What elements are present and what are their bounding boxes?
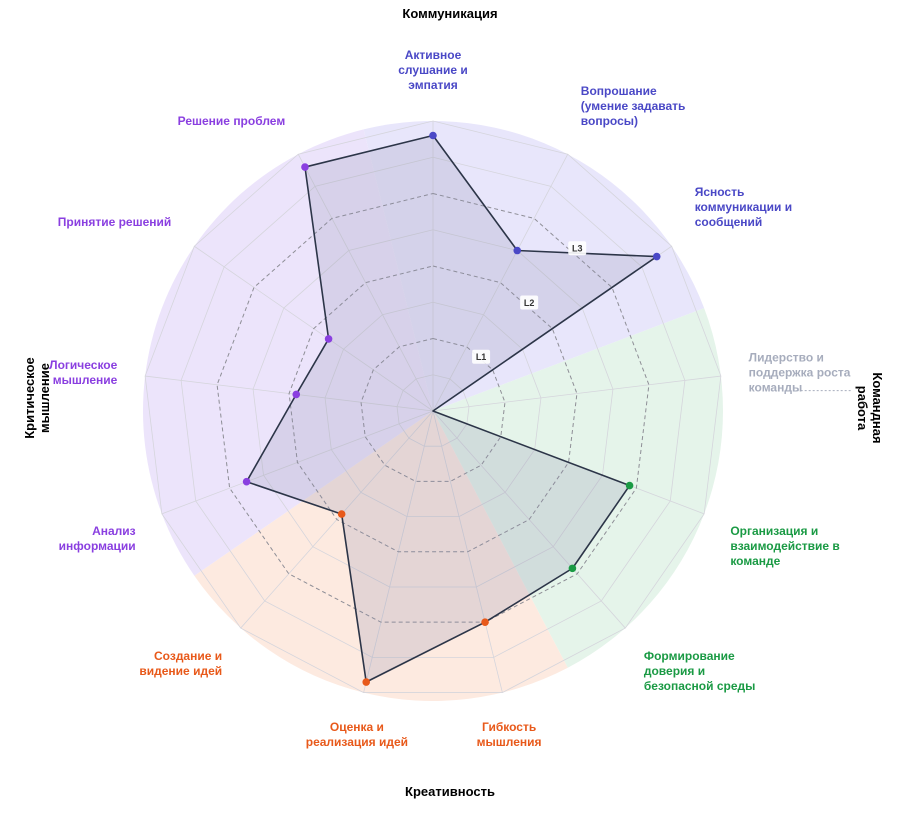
data-point — [568, 564, 577, 573]
level-ring — [288, 265, 578, 553]
level-rings — [216, 192, 650, 623]
data-point — [301, 163, 309, 171]
level-badge — [520, 295, 539, 310]
grid-ring — [396, 374, 470, 447]
data-point — [324, 335, 333, 343]
axis-line — [432, 375, 721, 412]
sector-0 — [363, 121, 705, 411]
sector-2 — [194, 411, 568, 701]
grid-ring — [324, 301, 542, 517]
sector-1 — [433, 308, 723, 668]
grid-ring — [180, 156, 686, 658]
axis-label: Организация и взаимодействие в команде — [730, 523, 840, 568]
axis-label: Формирование доверия и безопасной среды — [643, 649, 756, 694]
data-point — [362, 678, 371, 686]
level-label: L3 — [572, 244, 583, 254]
level-badge — [472, 349, 491, 364]
group-label-critical-thinking: Критическое мышление — [22, 357, 52, 439]
data-shape — [245, 134, 658, 683]
axis-label: Принятие решений — [57, 215, 172, 230]
grid-ring — [252, 229, 614, 588]
data-point — [337, 510, 346, 518]
data-points — [242, 131, 661, 686]
axis-label: Активное слушание и эмпатия — [398, 48, 468, 92]
data-point — [242, 477, 251, 486]
axis-line — [432, 154, 569, 412]
data-point — [625, 481, 634, 490]
axis-label: Вопрошание (умение задавать вопросы) — [580, 84, 686, 129]
data-point — [429, 131, 437, 140]
level-label: L2 — [524, 298, 535, 308]
level-labels: L1 L2 L3 — [472, 241, 587, 364]
axis-label: Решение проблем — [177, 114, 286, 129]
level-ring — [216, 192, 650, 623]
group-sectors — [142, 121, 723, 701]
axis-label: Ясность коммуникации и сообщений — [694, 185, 793, 230]
grid-ring — [144, 120, 722, 693]
axis-label: Логическое мышление — [49, 357, 118, 387]
group-label-teamwork: Командная работа — [855, 372, 885, 444]
axis-line — [297, 154, 434, 412]
axis-label: Гибкость мышления — [476, 719, 542, 749]
axis-label: Лидерство и поддержка роста команды — [748, 350, 851, 395]
sector-3 — [142, 129, 433, 576]
data-point — [513, 246, 522, 255]
data-point — [481, 618, 489, 626]
axis-line — [432, 410, 626, 629]
group-label-communication: Коммуникация — [402, 6, 498, 21]
level-badge — [568, 241, 587, 256]
data-point — [652, 252, 661, 261]
axis-label: Анализ информации — [58, 523, 136, 553]
axis-label: Создание и видение идей — [139, 649, 223, 679]
data-polygon — [245, 134, 658, 683]
level-ring — [360, 337, 506, 482]
group-label-creativity: Креативность — [405, 784, 495, 799]
level-label: L1 — [476, 352, 487, 362]
data-point — [292, 390, 301, 399]
axis-label: Оценка и реализация идей — [305, 719, 409, 749]
